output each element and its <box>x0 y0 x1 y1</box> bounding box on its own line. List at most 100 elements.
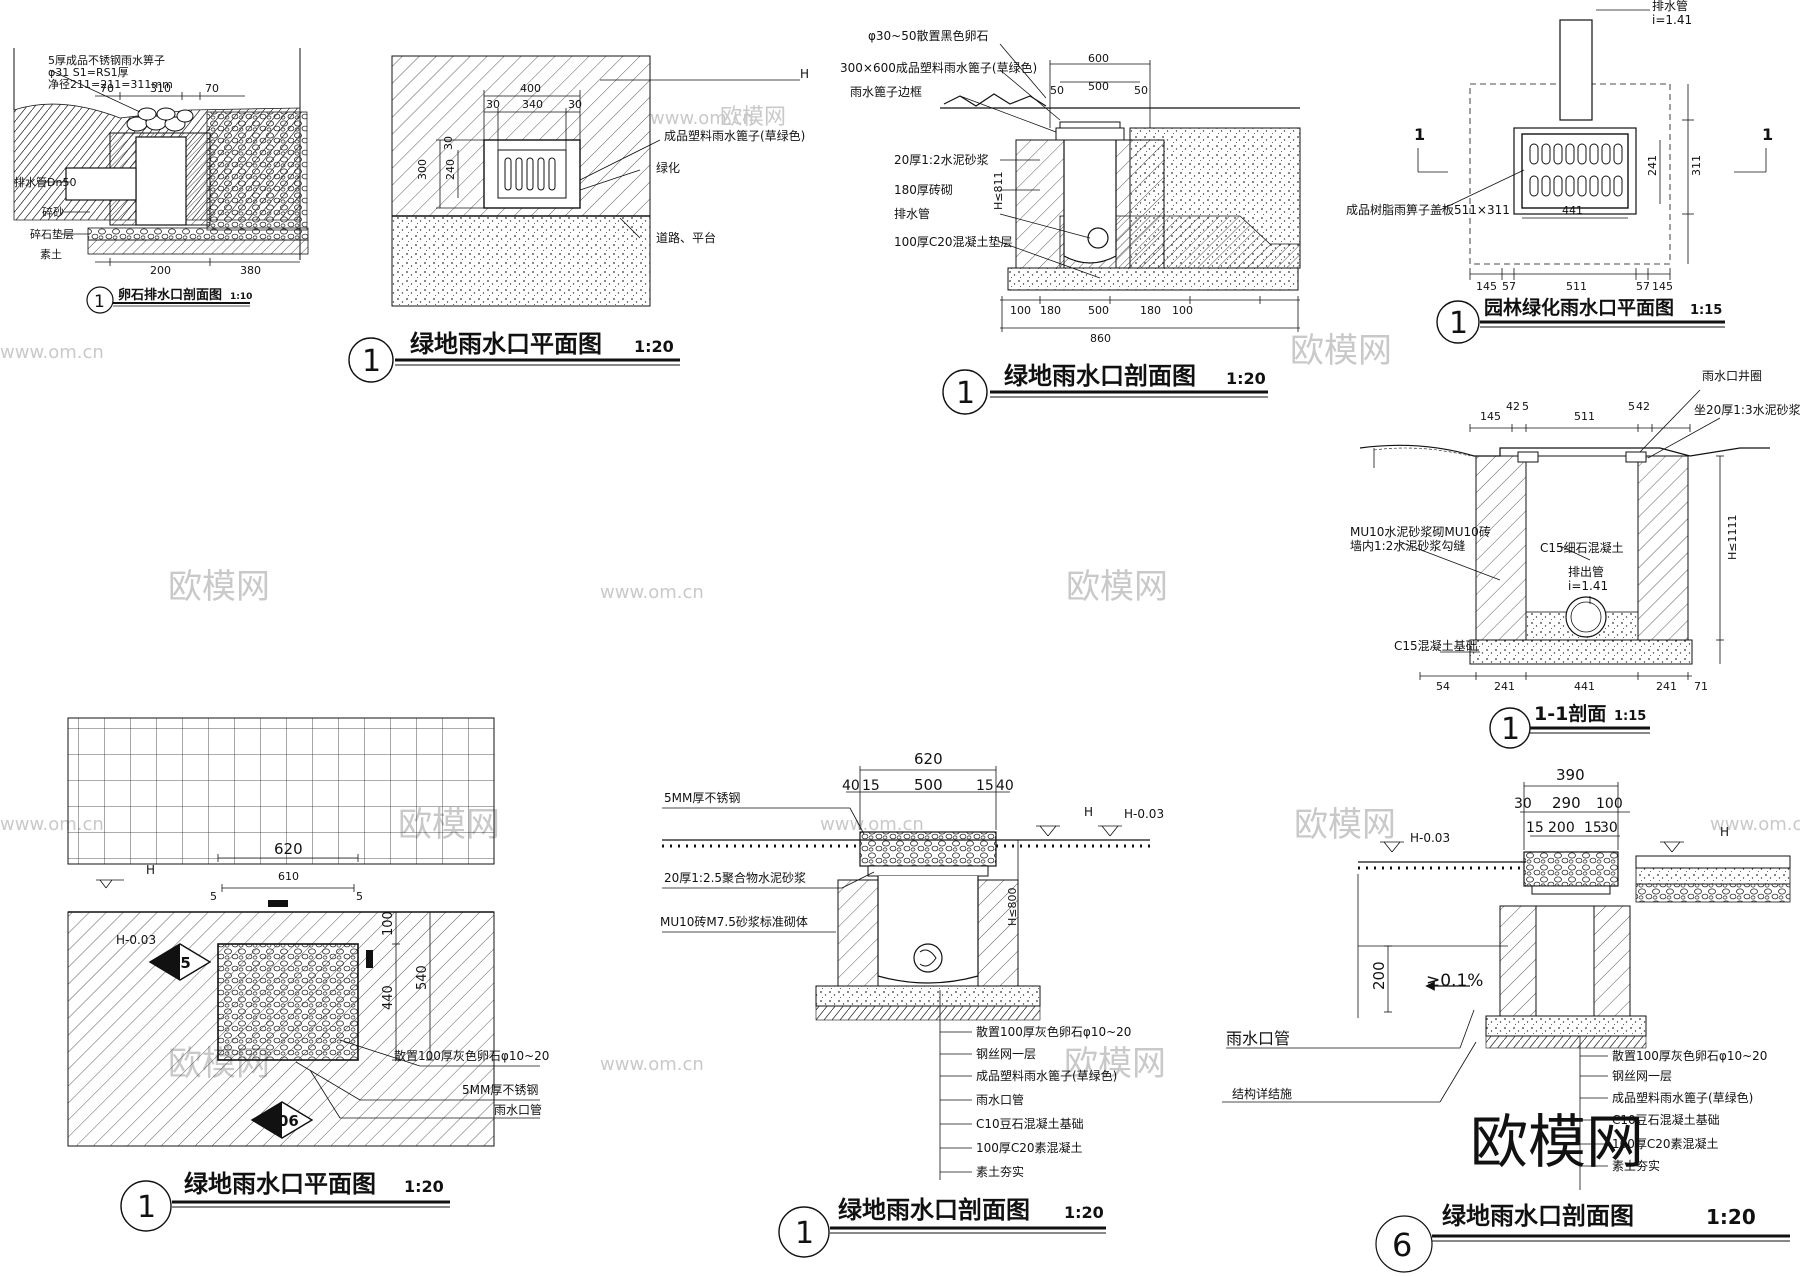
pipe-label: 雨水口管 <box>1226 1029 1290 1048</box>
elevation-h-label: H <box>1720 825 1729 839</box>
section-label: 雨水口井圈 <box>1702 369 1762 383</box>
section-dim: 200 <box>1370 961 1388 990</box>
panel-scale: 1:20 <box>634 337 674 356</box>
pebble-soil-label: 素土 <box>40 248 62 261</box>
section-label: φ30~50散置黑色卵石 <box>868 28 989 43</box>
pebble-dim: 310 <box>150 82 171 95</box>
panel-scale: 1:20 <box>1226 369 1266 388</box>
section-dim: H≤1111 <box>1726 515 1739 560</box>
panel-scale: 1:15 <box>1690 303 1722 318</box>
watermark-url: www.om.cn <box>600 1054 704 1075</box>
detail-number-circle <box>348 337 394 383</box>
callout-label: 钢丝网一层 <box>1612 1069 1672 1083</box>
section-label: 100厚C20混凝土垫层 <box>894 234 1013 249</box>
plan-dim: 400 <box>520 82 541 95</box>
panel-greenfield-inlet-section-top: φ30~50散置黑色卵石 300×600成品塑料雨水篦子(草绿色) 雨水篦子边框… <box>840 28 1301 415</box>
detail-number: 1 <box>956 376 975 411</box>
pebble-clear-width: 净径211=211=311mm <box>48 77 173 91</box>
elevation-label: H-0.03 <box>1410 831 1450 845</box>
panel-landscape-inlet-plan: 排水管 i=1.41 成品树脂雨箅子盖板511×311 1 1 145 57 5… <box>1346 0 1773 344</box>
section-dim: 500 <box>1088 80 1109 93</box>
panel-pebble-drain-section: 5厚成品不锈钢雨水箅子 φ31 S1=RS1厚 净径211=211=311mm … <box>13 48 309 314</box>
detail-number-circle <box>778 1206 830 1258</box>
plan-dim: 5 <box>210 890 217 903</box>
plan-dim: 540 <box>415 965 430 990</box>
callout-label: 成品塑料雨水篦子(草绿色) <box>976 1068 1117 1083</box>
panel-scale: 1:20 <box>404 1177 444 1196</box>
watermark-url: www.om.cn <box>1710 814 1800 835</box>
elevation-h-label: H <box>1084 805 1093 819</box>
watermark-brand: 欧模网 <box>1294 805 1396 845</box>
section-dim: 15 <box>1526 820 1544 836</box>
road-label: 道路、平台 <box>656 230 716 245</box>
panel-title: 园林绿化雨水口平面图 <box>1484 296 1674 319</box>
section-label: 20厚1:2水泥砂浆 <box>894 152 989 167</box>
plan-dim: 57 <box>1636 280 1650 293</box>
detail-number-circle <box>120 1180 172 1232</box>
detail-number: 1 <box>94 292 105 312</box>
panel-title: 卵石排水口剖面图 <box>118 287 222 303</box>
pebble-dim: 70 <box>100 82 114 95</box>
callout-label: C10豆石混凝土基础 <box>1612 1112 1720 1127</box>
section-dim: 390 <box>1556 766 1585 784</box>
section-dim: 42 <box>1506 400 1520 413</box>
panel-title: 绿地雨水口剖面图 <box>1004 362 1196 390</box>
panel-scale: 1:10 <box>230 292 252 302</box>
detail-callout: 05 <box>170 954 191 972</box>
panel-greenfield-inlet-plan-top: 400 30 340 30 300 240 30 H 成品塑料雨水篦子(草绿色)… <box>348 55 809 383</box>
panel-scale: 1:15 <box>1614 709 1646 724</box>
plan-label: 排水管 <box>1652 0 1688 13</box>
detail-callout: 06 <box>278 1112 299 1130</box>
panel-greenfield-inlet-section-mid: 5MM厚不锈钢 20厚1:2.5聚合物水泥砂浆 MU10砖M7.5砂浆标准砌体 … <box>660 750 1164 1258</box>
watermark-url: www.om.cn <box>650 108 754 129</box>
plan-label: 成品树脂雨箅子盖板511×311 <box>1346 202 1510 217</box>
watermark-brand: 欧模网 <box>720 105 786 130</box>
plan-dim: 441 <box>1562 204 1583 217</box>
section-mark: 1 <box>1762 125 1773 144</box>
panel-title: 绿地雨水口剖面图 <box>838 1196 1030 1224</box>
section-dim: 441 <box>1574 680 1595 693</box>
plan-label: 散置100厚灰色卵石φ10~20 <box>394 1048 549 1063</box>
callout-label: 100厚C20素混凝土 <box>1612 1136 1719 1151</box>
plan-dim: 311 <box>1690 155 1703 176</box>
detail-number: 1 <box>1501 712 1520 747</box>
grate-label: 成品塑料雨水篦子(草绿色) <box>664 128 805 143</box>
section-label: 坐20厚1:3水泥砂浆 <box>1694 402 1800 417</box>
plan-dim: 240 <box>444 159 457 180</box>
detail-number-circle <box>86 286 114 314</box>
plan-dim: 57 <box>1502 280 1516 293</box>
plan-label: 5MM厚不锈钢 <box>462 1083 538 1097</box>
elevation-label: H-0.03 <box>116 933 156 947</box>
plan-dim: 620 <box>274 840 303 858</box>
pebble-dim: 380 <box>240 264 261 277</box>
section-dim: 50 <box>1134 84 1148 97</box>
detail-number: 1 <box>137 1190 156 1225</box>
callout-label: 钢丝网一层 <box>976 1047 1036 1061</box>
section-dim: 500 <box>914 776 943 794</box>
section-dim: 40 <box>996 778 1014 794</box>
detail-number-circle <box>1436 300 1480 344</box>
panel-title: 绿地雨水口平面图 <box>184 1170 376 1198</box>
section-dim: 180 <box>1140 304 1161 317</box>
section-dim: 15 <box>1584 820 1602 836</box>
callout-label: 雨水口管 <box>976 1092 1024 1107</box>
detail-number: 1 <box>795 1216 814 1251</box>
section-dim: 511 <box>1574 410 1595 423</box>
plan-dim: 440 <box>381 985 396 1010</box>
section-dim: 5 <box>1522 400 1529 413</box>
section-mark: 1 <box>1414 125 1425 144</box>
section-dim: 600 <box>1088 52 1109 65</box>
callout-label: 素土夯实 <box>1612 1158 1660 1173</box>
callout-label: 成品塑料雨水篦子(草绿色) <box>1612 1090 1753 1105</box>
panel-title: 1-1剖面 <box>1534 702 1606 725</box>
callout-label: 散置100厚灰色卵石φ10~20 <box>976 1024 1131 1039</box>
plan-label: 雨水口管 <box>494 1102 542 1117</box>
section-dim: H≤800 <box>1006 888 1019 926</box>
plan-dim: 610 <box>278 870 299 883</box>
section-label: C15混凝土基础 <box>1394 638 1478 653</box>
detail-number-circle <box>942 369 988 415</box>
elevation-h-label: H <box>146 863 155 877</box>
panel-title: 绿地雨水口剖面图 <box>1442 1202 1634 1230</box>
plan-dim: 511 <box>1566 280 1587 293</box>
